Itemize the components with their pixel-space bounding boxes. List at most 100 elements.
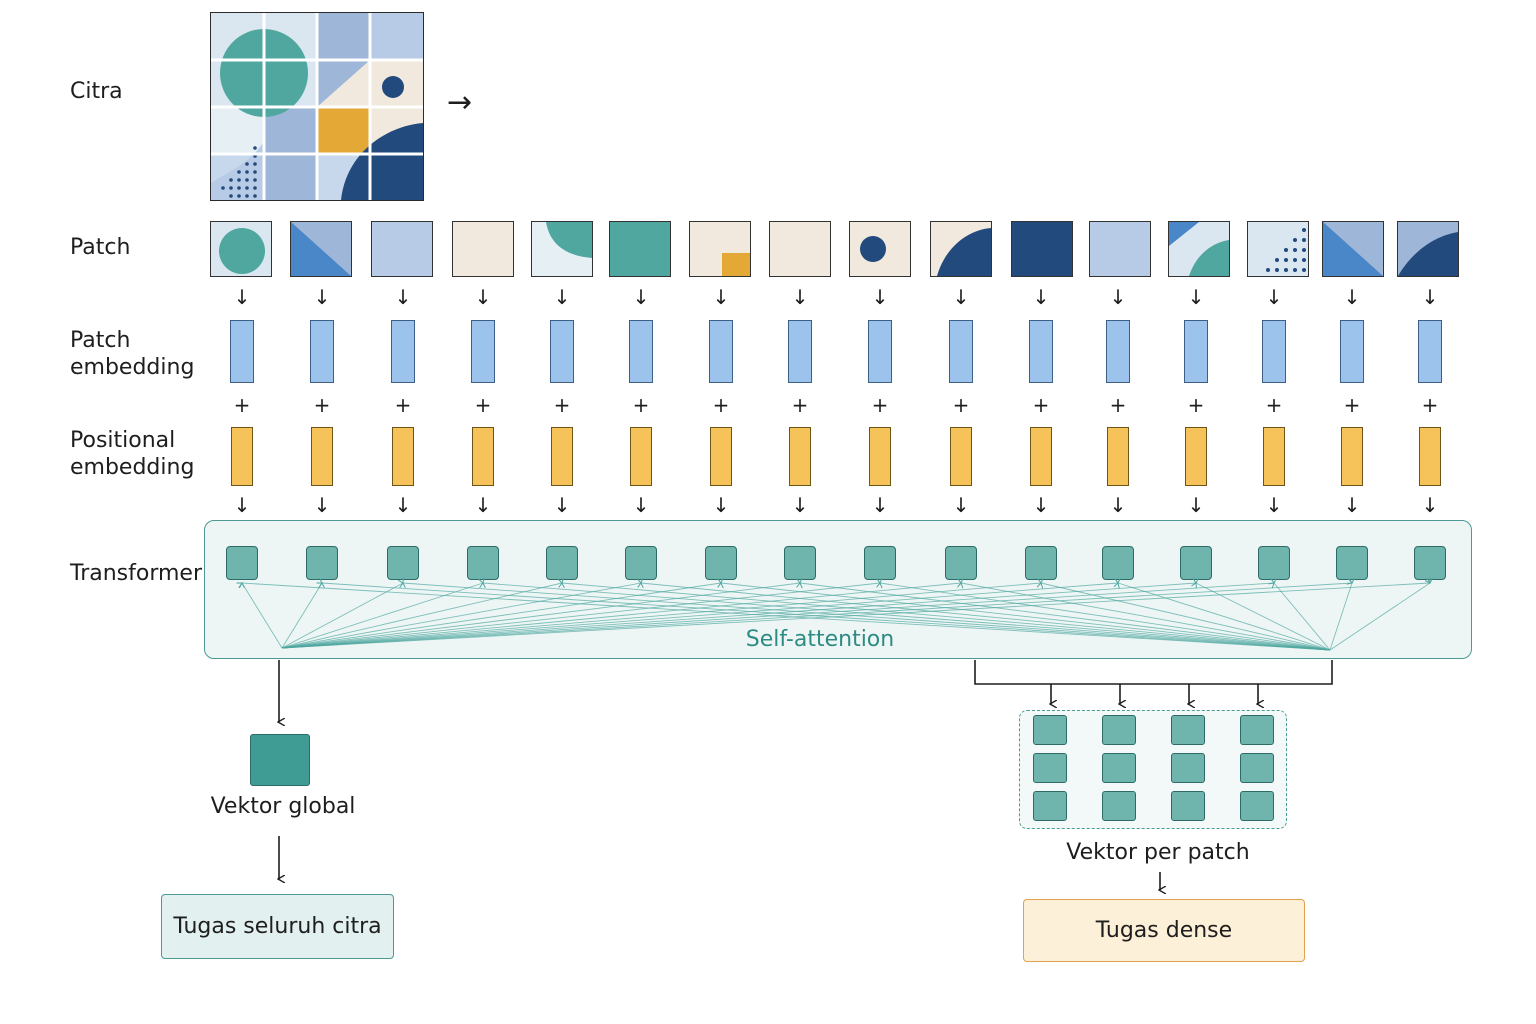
arrow-down-icon: ↓ <box>313 493 331 517</box>
teal-circle-patch-icon <box>210 221 272 277</box>
source-image <box>210 12 424 201</box>
dense-task-box: Tugas dense <box>1023 899 1305 962</box>
teal-arc-patch-icon <box>531 221 593 277</box>
navy-wave-patch-icon <box>1397 221 1459 277</box>
per-patch-vector <box>1240 791 1274 821</box>
patch-embedding-vector <box>550 320 574 383</box>
diagonal-blue-patch-icon <box>290 221 352 277</box>
patch-embedding-vector <box>1029 320 1053 383</box>
navy-arc-patch-icon <box>930 221 992 277</box>
positional-embedding-vector <box>710 427 732 486</box>
transformer-token <box>1102 546 1134 580</box>
positional-embedding-vector <box>231 427 253 486</box>
plus-icon: + <box>1187 393 1205 417</box>
arrow-down-icon: ↓ <box>871 493 889 517</box>
arrow-down-icon: ↓ <box>553 285 571 309</box>
global-task-label: Tugas seluruh citra <box>173 914 382 939</box>
per-patch-vector <box>1171 753 1205 783</box>
cream-patch-icon <box>769 221 831 277</box>
label-positional-embedding: Positional embedding <box>70 428 195 480</box>
transformer-token <box>945 546 977 580</box>
arrow-down-icon: ↓ <box>553 493 571 517</box>
self-attention-label: Self-attention <box>745 627 895 652</box>
per-patch-vector <box>1171 791 1205 821</box>
label-transformer: Transformer <box>70 561 203 586</box>
patch-embedding-vector <box>949 320 973 383</box>
plus-icon: + <box>313 393 331 417</box>
patch-embedding-vector <box>709 320 733 383</box>
per-patch-vector-grid <box>1019 710 1287 829</box>
arrow-down-icon: ↓ <box>1109 285 1127 309</box>
label-patch-embedding: Patch embedding <box>70 328 195 380</box>
patch-embedding-vector <box>1340 320 1364 383</box>
plus-icon: + <box>712 393 730 417</box>
positional-embedding-vector <box>472 427 494 486</box>
arrow-down-icon: ↓ <box>1032 493 1050 517</box>
arrow-right-icon: → <box>447 85 473 120</box>
transformer-token <box>226 546 258 580</box>
orange-corner-patch-icon <box>689 221 751 277</box>
plus-icon: + <box>871 393 889 417</box>
per-patch-vector <box>1033 791 1067 821</box>
per-patch-vector <box>1240 715 1274 745</box>
plus-icon: + <box>233 393 251 417</box>
arrow-down-icon: ↓ <box>712 285 730 309</box>
patch-embedding-vector <box>230 320 254 383</box>
transformer-token <box>625 546 657 580</box>
arrow-down-icon: ↓ <box>1109 493 1127 517</box>
positional-embedding-vector <box>1341 427 1363 486</box>
positional-embedding-vector <box>1185 427 1207 486</box>
arrow-down-icon: ↓ <box>233 493 251 517</box>
transformer-token <box>1025 546 1057 580</box>
global-vector <box>250 734 310 786</box>
arrow-down-icon: ↓ <box>1421 493 1439 517</box>
plus-icon: + <box>474 393 492 417</box>
transformer-token <box>1258 546 1290 580</box>
global-task-box: Tugas seluruh citra <box>161 894 394 959</box>
positional-embedding-vector <box>551 427 573 486</box>
positional-embedding-vector <box>1419 427 1441 486</box>
arrow-down-icon: ↓ <box>632 493 650 517</box>
arrow-down-icon: ↓ <box>952 285 970 309</box>
transformer-token <box>1336 546 1368 580</box>
global-vector-label: Vektor global <box>210 794 356 819</box>
plus-icon: + <box>1343 393 1361 417</box>
plus-icon: + <box>952 393 970 417</box>
positional-embedding-vector <box>789 427 811 486</box>
plus-icon: + <box>1421 393 1439 417</box>
arrow-down-icon: ↓ <box>1265 493 1283 517</box>
label-citra: Citra <box>70 79 123 104</box>
per-patch-vector <box>1171 715 1205 745</box>
per-patch-vector <box>1033 753 1067 783</box>
arrow-down-icon: ↓ <box>474 285 492 309</box>
patch-embedding-vector <box>471 320 495 383</box>
positional-embedding-vector <box>392 427 414 486</box>
arrow-down-icon: ↓ <box>1265 285 1283 309</box>
arrow-down-icon: ↓ <box>394 493 412 517</box>
arrow-down-icon: ↓ <box>313 285 331 309</box>
arrow-down-icon: ↓ <box>1421 285 1439 309</box>
arrow-down-icon: ↓ <box>1032 285 1050 309</box>
per-patch-vector <box>1102 791 1136 821</box>
navy-dot-patch-icon <box>849 221 911 277</box>
plus-icon: + <box>553 393 571 417</box>
per-patch-vector <box>1240 753 1274 783</box>
positional-embedding-vector <box>869 427 891 486</box>
label-patch: Patch <box>70 235 131 260</box>
diagonal-blue-patch-icon <box>1322 221 1384 277</box>
positional-embedding-vector <box>1263 427 1285 486</box>
transformer-token <box>1180 546 1212 580</box>
transformer-token <box>546 546 578 580</box>
per-patch-vector <box>1033 715 1067 745</box>
positional-embedding-vector <box>1107 427 1129 486</box>
plus-icon: + <box>632 393 650 417</box>
transformer-token <box>784 546 816 580</box>
arrow-down-icon: ↓ <box>1343 493 1361 517</box>
arrow-down-icon: ↓ <box>791 493 809 517</box>
arrow-down-icon: ↓ <box>233 285 251 309</box>
dotted-patch-icon <box>1247 221 1309 277</box>
transformer-token <box>387 546 419 580</box>
per-patch-vector <box>1102 753 1136 783</box>
arrow-down-icon: ↓ <box>394 285 412 309</box>
transformer-token <box>467 546 499 580</box>
